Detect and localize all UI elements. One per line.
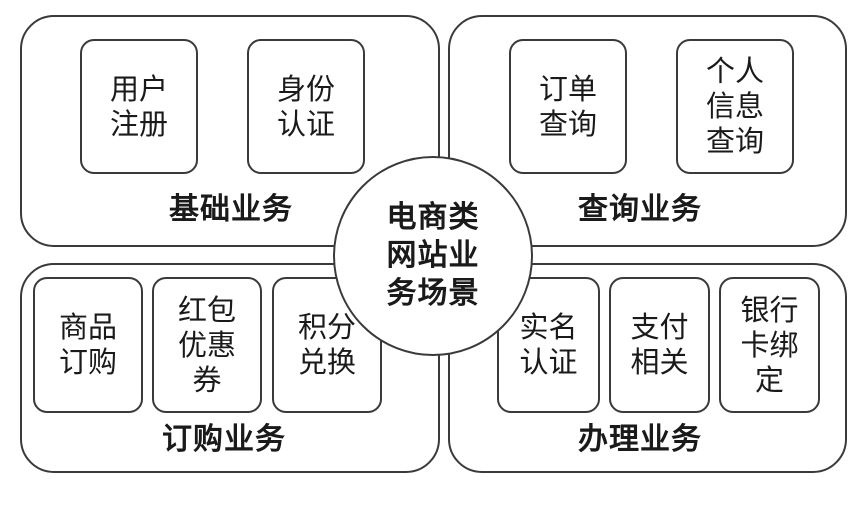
center-hub: 电商类 网站业 务场景 xyxy=(333,156,533,356)
center-line: 电商类 xyxy=(386,200,480,235)
item-line: 认证 xyxy=(519,345,578,379)
item-line: 兑换 xyxy=(297,345,356,379)
item-line: 支付 xyxy=(630,310,689,344)
item-line: 用户 xyxy=(109,71,168,106)
item-line: 个人 xyxy=(705,54,764,88)
quadrant-title-query: 查询业务 xyxy=(578,192,702,227)
item-line: 查询 xyxy=(705,124,764,158)
item-payment-related: 支付 相关 xyxy=(609,277,710,413)
item-line: 优惠 xyxy=(177,327,236,362)
item-line: 积分 xyxy=(297,310,356,344)
item-line: 银行 xyxy=(740,292,799,327)
item-line: 卡绑 xyxy=(740,327,799,362)
item-product-order: 商品 订购 xyxy=(33,277,143,413)
item-line: 实名 xyxy=(519,310,578,344)
item-line: 订购 xyxy=(58,345,117,379)
item-line: 注册 xyxy=(109,106,168,141)
item-line: 相关 xyxy=(630,345,689,379)
item-coupon: 红包 优惠 券 xyxy=(152,277,262,413)
item-line: 订单 xyxy=(538,71,597,106)
item-user-register: 用户 注册 xyxy=(80,39,198,174)
item-line: 认证 xyxy=(276,106,335,141)
quadrant-title-basic: 基础业务 xyxy=(169,192,293,227)
item-identity-auth: 身份 认证 xyxy=(247,39,365,174)
quadrant-title-order: 订购业务 xyxy=(162,422,286,457)
item-line: 身份 xyxy=(276,71,335,106)
item-line: 商品 xyxy=(58,310,117,344)
center-line: 务场景 xyxy=(386,276,480,311)
item-line: 券 xyxy=(192,362,222,397)
item-line: 查询 xyxy=(538,106,597,141)
center-line: 网站业 xyxy=(386,238,480,273)
item-personal-info-query: 个人 信息 查询 xyxy=(676,39,794,174)
item-line: 定 xyxy=(754,362,784,397)
item-order-query: 订单 查询 xyxy=(509,39,627,174)
quadrant-title-handle: 办理业务 xyxy=(578,422,702,457)
item-line: 红包 xyxy=(177,292,236,327)
item-bank-card-binding: 银行 卡绑 定 xyxy=(719,277,820,413)
item-line: 信息 xyxy=(705,89,764,123)
item-realname-auth: 实名 认证 xyxy=(497,277,600,413)
